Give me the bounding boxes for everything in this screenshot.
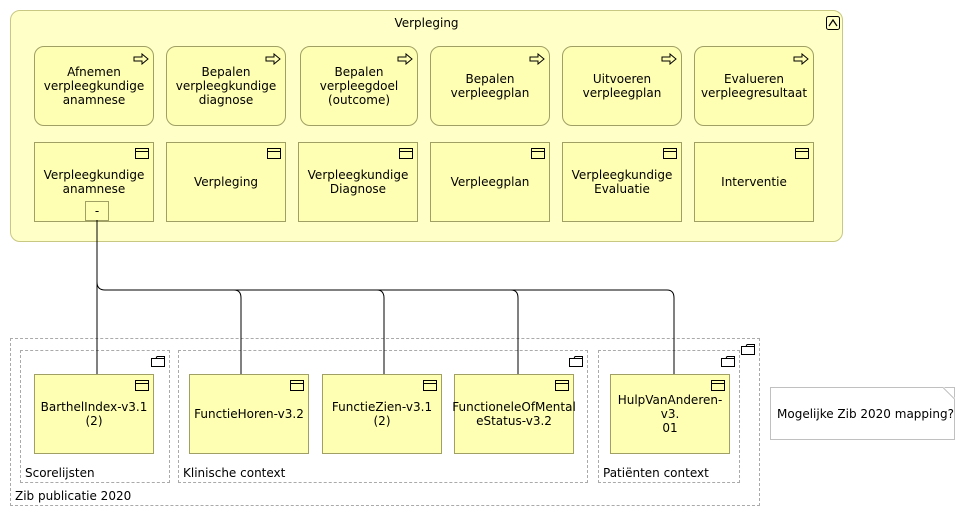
object-label: Interventie [721,175,787,189]
process-arrow-icon [529,53,545,65]
process-label: Uitvoeren verpleegplan [582,72,662,100]
group-scorelijsten[interactable]: Scorelijsten [20,350,170,483]
collapse-chevron-icon[interactable] [826,16,840,30]
process-label: Evalueren verpleegresultaat [700,72,808,100]
zib-barthelindex[interactable]: BarthelIndex-v3.1 (2) [34,374,154,454]
zib-label: BarthelIndex-v3.1 (2) [40,400,148,428]
object-label: Verpleegkundige Diagnose [307,168,409,196]
process-uitvoeren-verpleegplan[interactable]: Uitvoeren verpleegplan [562,46,682,126]
group-label: Patiënten context [603,466,709,480]
object-label: Verpleging [193,175,259,189]
zib-label: FunctieHoren-v3.2 [194,407,304,421]
process-arrow-icon [793,53,809,65]
note-zib-mapping[interactable]: Mogelijke Zib 2020 mapping? [770,387,955,440]
object-label: Verpleegkundige anamnese [43,168,145,196]
process-arrow-icon [661,53,677,65]
object-verpleegkundige-diagnose[interactable]: Verpleegkundige Diagnose [298,142,418,222]
process-arrow-icon [133,53,149,65]
business-object-icon [267,148,281,159]
group-label: Klinische context [183,466,286,480]
object-verpleging[interactable]: Verpleging [166,142,286,222]
expand-marker[interactable]: - [85,201,109,221]
zib-functiezien[interactable]: FunctieZien-v3.1 (2) [322,374,442,454]
note-corner-icon [943,387,955,399]
process-label: Bepalen verpleegplan [450,72,530,100]
process-label: Afnemen verpleegkundige anamnese [43,65,145,107]
process-label: Bepalen verpleegdoel (outcome) [319,65,399,107]
zib-hulpvananderen[interactable]: HulpVanAnderen-v3. 01 [610,374,730,454]
folder-icon [151,356,165,367]
process-bepalen-verpleegdoel[interactable]: Bepalen verpleegdoel (outcome) [300,46,418,126]
object-label: Verpleegplan [450,175,530,189]
business-object-icon [663,148,677,159]
group-title: Verpleging [394,16,459,30]
object-interventie[interactable]: Interventie [694,142,814,222]
business-object-icon [423,380,437,391]
note-text: Mogelijke Zib 2020 mapping? [777,406,954,421]
object-verpleegplan[interactable]: Verpleegplan [430,142,550,222]
process-bepalen-diagnose[interactable]: Bepalen verpleegkundige diagnose [166,46,286,126]
object-verpleegkundige-evaluatie[interactable]: Verpleegkundige Evaluatie [562,142,682,222]
folder-icon [721,356,735,367]
business-object-icon [135,148,149,159]
object-label: Verpleegkundige Evaluatie [571,168,673,196]
business-object-icon [795,148,809,159]
business-object-icon [135,380,149,391]
folder-icon [569,356,583,367]
folder-icon [741,344,755,355]
zib-functiehoren[interactable]: FunctieHoren-v3.2 [189,374,309,454]
business-object-icon [555,380,569,391]
process-afnemen-anamnese[interactable]: Afnemen verpleegkundige anamnese [34,46,154,126]
zib-functionele-status[interactable]: FunctioneleOfMental eStatus-v3.2 [452,374,576,454]
business-object-icon [399,148,413,159]
business-object-icon [711,380,725,391]
process-label: Bepalen verpleegkundige diagnose [175,65,277,107]
object-verpleegkundige-anamnese[interactable]: Verpleegkundige anamnese [34,142,154,222]
group-label: Scorelijsten [25,466,95,480]
business-object-icon [290,380,304,391]
process-evalueren-resultaat[interactable]: Evalueren verpleegresultaat [694,46,814,126]
group-label: Zib publicatie 2020 [15,489,132,503]
zib-label: HulpVanAnderen-v3. 01 [617,393,723,435]
expand-marker-label: - [94,204,100,218]
business-object-icon [531,148,545,159]
zib-label: FunctieZien-v3.1 (2) [331,400,433,428]
process-arrow-icon [397,53,413,65]
process-arrow-icon [265,53,281,65]
zib-label: FunctioneleOfMental eStatus-v3.2 [452,400,576,428]
process-bepalen-verpleegplan[interactable]: Bepalen verpleegplan [430,46,550,126]
